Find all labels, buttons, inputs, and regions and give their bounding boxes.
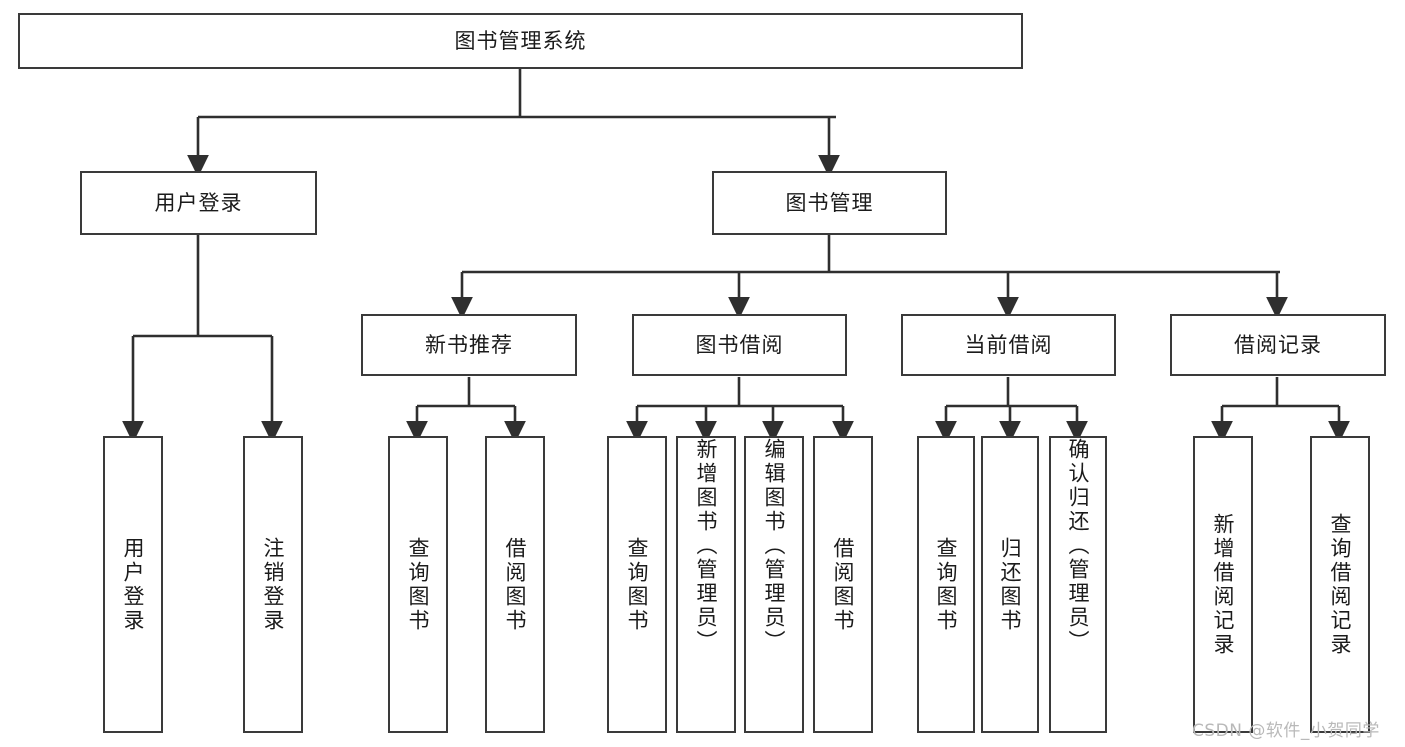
- leaf-user-login-label: 用户登录: [121, 536, 146, 633]
- leaf-borrow-borrow-book-label: 借阅图书: [831, 536, 856, 633]
- leaf-recommend-query-book[interactable]: 查询图书: [388, 436, 448, 733]
- node-book-borrow-label: 图书借阅: [695, 332, 784, 357]
- node-current-borrow-label: 当前借阅: [964, 332, 1053, 357]
- node-user-login-label: 用户登录: [154, 190, 243, 215]
- leaf-borrow-edit-book[interactable]: 编辑图书（管理员）: [744, 436, 804, 733]
- leaf-borrow-edit-book-label: 编辑图书（管理员）: [762, 438, 787, 654]
- leaf-recommend-borrow-book[interactable]: 借阅图书: [485, 436, 545, 733]
- leaf-borrow-add-book-label: 新增图书（管理员）: [694, 438, 719, 654]
- leaf-user-logout[interactable]: 注销登录: [243, 436, 303, 733]
- node-book-borrow[interactable]: 图书借阅: [632, 314, 847, 376]
- node-new-book-recommend-label: 新书推荐: [425, 332, 513, 357]
- node-book-management-label: 图书管理: [785, 190, 874, 215]
- leaf-borrow-query-book[interactable]: 查询图书: [607, 436, 667, 733]
- node-root-label: 图书管理系统: [454, 28, 587, 53]
- leaf-record-add-record-label: 新增借阅记录: [1211, 512, 1236, 657]
- node-borrow-record-label: 借阅记录: [1234, 332, 1322, 357]
- node-root[interactable]: 图书管理系统: [18, 13, 1023, 69]
- leaf-record-query-record[interactable]: 查询借阅记录: [1310, 436, 1370, 733]
- leaf-user-login[interactable]: 用户登录: [103, 436, 163, 733]
- node-current-borrow[interactable]: 当前借阅: [901, 314, 1116, 376]
- leaf-current-confirm-return-label: 确认归还（管理员）: [1066, 438, 1091, 654]
- leaf-current-query-book[interactable]: 查询图书: [917, 436, 975, 733]
- node-borrow-record[interactable]: 借阅记录: [1170, 314, 1386, 376]
- leaf-recommend-borrow-book-label: 借阅图书: [503, 536, 528, 633]
- node-user-login[interactable]: 用户登录: [80, 171, 317, 235]
- leaf-recommend-query-book-label: 查询图书: [406, 536, 431, 633]
- leaf-record-add-record[interactable]: 新增借阅记录: [1193, 436, 1253, 733]
- leaf-borrow-add-book[interactable]: 新增图书（管理员）: [676, 436, 736, 733]
- leaf-current-confirm-return[interactable]: 确认归还（管理员）: [1049, 436, 1107, 733]
- csdn-watermark: CSDN @软件_小贺同学: [1192, 721, 1380, 741]
- leaf-borrow-borrow-book[interactable]: 借阅图书: [813, 436, 873, 733]
- leaf-current-return-book[interactable]: 归还图书: [981, 436, 1039, 733]
- node-book-management[interactable]: 图书管理: [712, 171, 947, 235]
- node-new-book-recommend[interactable]: 新书推荐: [361, 314, 577, 376]
- leaf-current-return-book-label: 归还图书: [998, 536, 1023, 633]
- leaf-record-query-record-label: 查询借阅记录: [1328, 512, 1353, 657]
- leaf-borrow-query-book-label: 查询图书: [625, 536, 650, 633]
- leaf-current-query-book-label: 查询图书: [934, 536, 959, 633]
- leaf-user-logout-label: 注销登录: [261, 536, 286, 633]
